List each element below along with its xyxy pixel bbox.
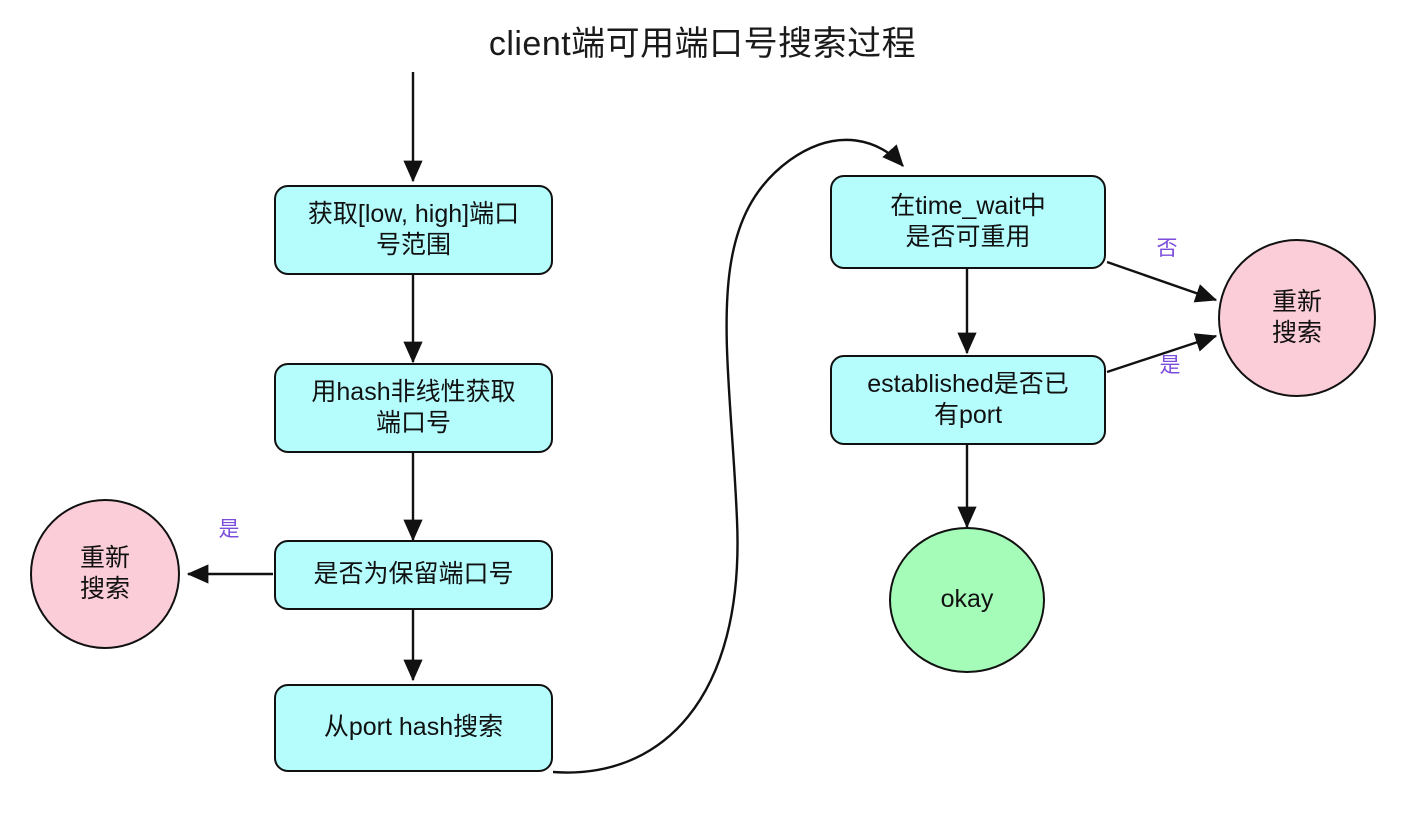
edge-time-wait-to-research-right: [1106, 260, 1218, 303]
node-research-right[interactable]: 重新 搜索: [1218, 239, 1376, 397]
edge-label-established-yes: 是: [1159, 354, 1181, 377]
node-established-has-port[interactable]: established是否已 有port: [830, 355, 1106, 445]
node-research-left[interactable]: 重新 搜索: [30, 499, 180, 649]
edge-port-hash-to-time-wait: [552, 138, 904, 774]
edge-label-time-wait-no: 否: [1156, 237, 1178, 260]
page-title: client端可用端口号搜索过程: [488, 25, 917, 63]
node-okay[interactable]: okay: [889, 527, 1045, 673]
edge-established-to-research-right: [1106, 333, 1218, 374]
node-search-port-hash[interactable]: 从port hash搜索: [274, 684, 553, 772]
edge-label-reserved-yes: 是: [218, 518, 240, 541]
node-hash-get-port[interactable]: 用hash非线性获取 端口号: [274, 363, 553, 453]
node-time-wait-reusable[interactable]: 在time_wait中 是否可重用: [830, 175, 1106, 269]
node-is-reserved-port[interactable]: 是否为保留端口号: [274, 540, 553, 610]
node-get-port-range[interactable]: 获取[low, high]端口 号范围: [274, 185, 553, 275]
